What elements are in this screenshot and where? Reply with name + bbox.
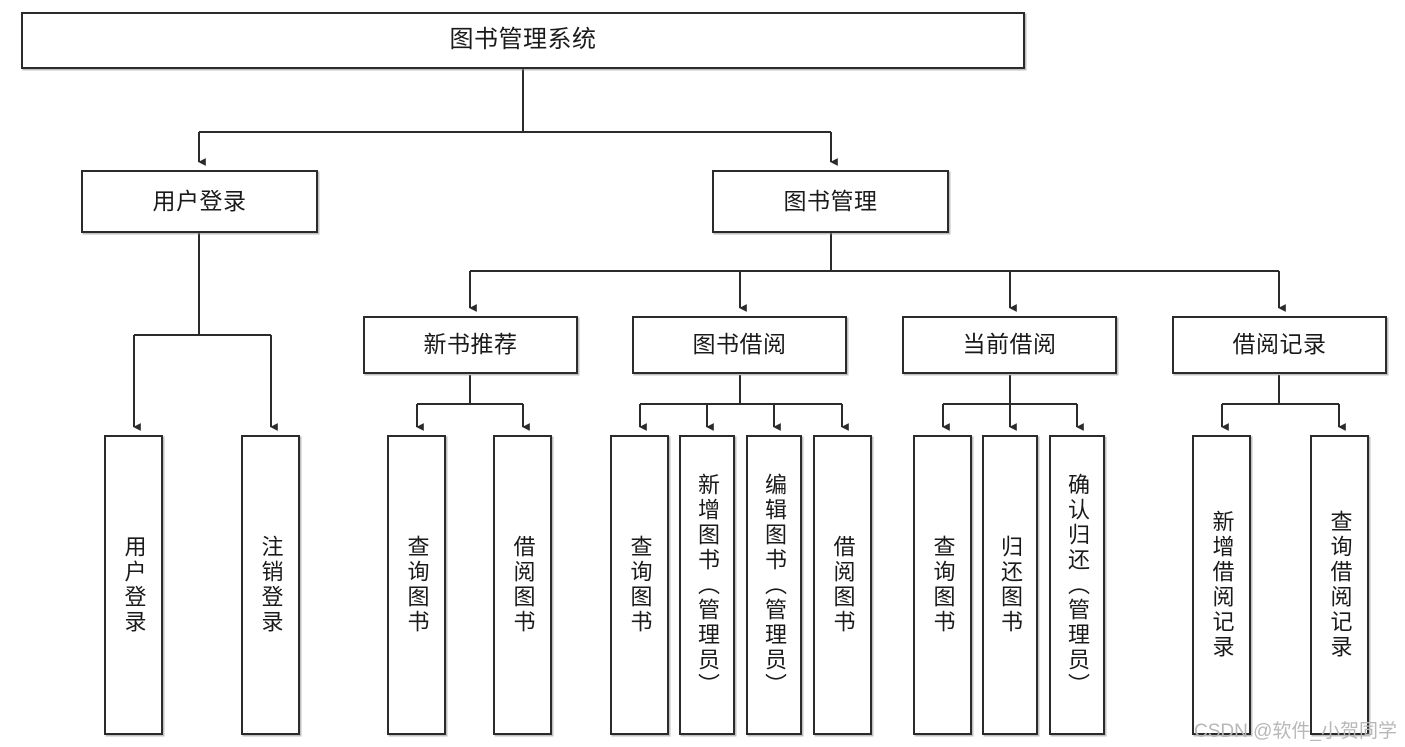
node-book-manage[interactable]: 图书管理 — [712, 170, 949, 233]
leaf-add-book-label: 新增图书（管理员） — [695, 472, 720, 698]
leaf-borrow-book-1-label: 借阅图书 — [510, 535, 536, 635]
node-user-login[interactable]: 用户登录 — [81, 170, 318, 233]
leaf-borrow-book-2-label: 借阅图书 — [830, 535, 856, 635]
leaf-query-book-2[interactable]: 查询图书 — [610, 435, 669, 735]
leaf-edit-book[interactable]: 编辑图书（管理员） — [746, 435, 802, 735]
node-book-borrow[interactable]: 图书借阅 — [632, 316, 847, 374]
leaf-return-book-label: 归还图书 — [998, 535, 1023, 635]
leaf-borrow-book-2[interactable]: 借阅图书 — [813, 435, 872, 735]
node-book-manage-label: 图书管理 — [783, 187, 878, 214]
node-new-book-recommend[interactable]: 新书推荐 — [363, 316, 578, 374]
leaf-query-book-1-label: 查询图书 — [404, 535, 430, 635]
leaf-confirm-return-label: 确认归还（管理员） — [1065, 472, 1090, 698]
node-book-borrow-label: 图书借阅 — [692, 331, 787, 358]
leaf-logout-label: 注销登录 — [258, 535, 284, 635]
node-borrow-record[interactable]: 借阅记录 — [1172, 316, 1387, 374]
leaf-query-book-3-label: 查询图书 — [930, 535, 956, 635]
node-current-borrow[interactable]: 当前借阅 — [902, 316, 1117, 374]
watermark: CSDN @软件_小贺同学 — [1194, 721, 1397, 742]
leaf-query-record[interactable]: 查询借阅记录 — [1310, 435, 1369, 735]
leaf-logout[interactable]: 注销登录 — [241, 435, 300, 735]
node-root[interactable]: 图书管理系统 — [21, 12, 1025, 69]
node-new-book-recommend-label: 新书推荐 — [423, 331, 518, 358]
node-root-label: 图书管理系统 — [449, 26, 597, 54]
leaf-edit-book-label: 编辑图书（管理员） — [762, 472, 787, 698]
leaf-add-book[interactable]: 新增图书（管理员） — [679, 435, 735, 735]
leaf-add-record[interactable]: 新增借阅记录 — [1192, 435, 1251, 735]
leaf-user-login[interactable]: 用户登录 — [104, 435, 163, 735]
node-borrow-record-label: 借阅记录 — [1232, 331, 1327, 358]
leaf-query-book-3[interactable]: 查询图书 — [913, 435, 972, 735]
leaf-query-book-2-label: 查询图书 — [627, 535, 653, 635]
leaf-add-record-label: 新增借阅记录 — [1209, 510, 1235, 660]
leaf-user-login-label: 用户登录 — [121, 535, 147, 635]
leaf-confirm-return[interactable]: 确认归还（管理员） — [1049, 435, 1105, 735]
node-current-borrow-label: 当前借阅 — [962, 331, 1057, 358]
leaf-borrow-book-1[interactable]: 借阅图书 — [493, 435, 552, 735]
leaf-return-book[interactable]: 归还图书 — [982, 435, 1038, 735]
leaf-query-book-1[interactable]: 查询图书 — [387, 435, 446, 735]
node-user-login-label: 用户登录 — [152, 187, 247, 214]
leaf-query-record-label: 查询借阅记录 — [1327, 510, 1353, 660]
